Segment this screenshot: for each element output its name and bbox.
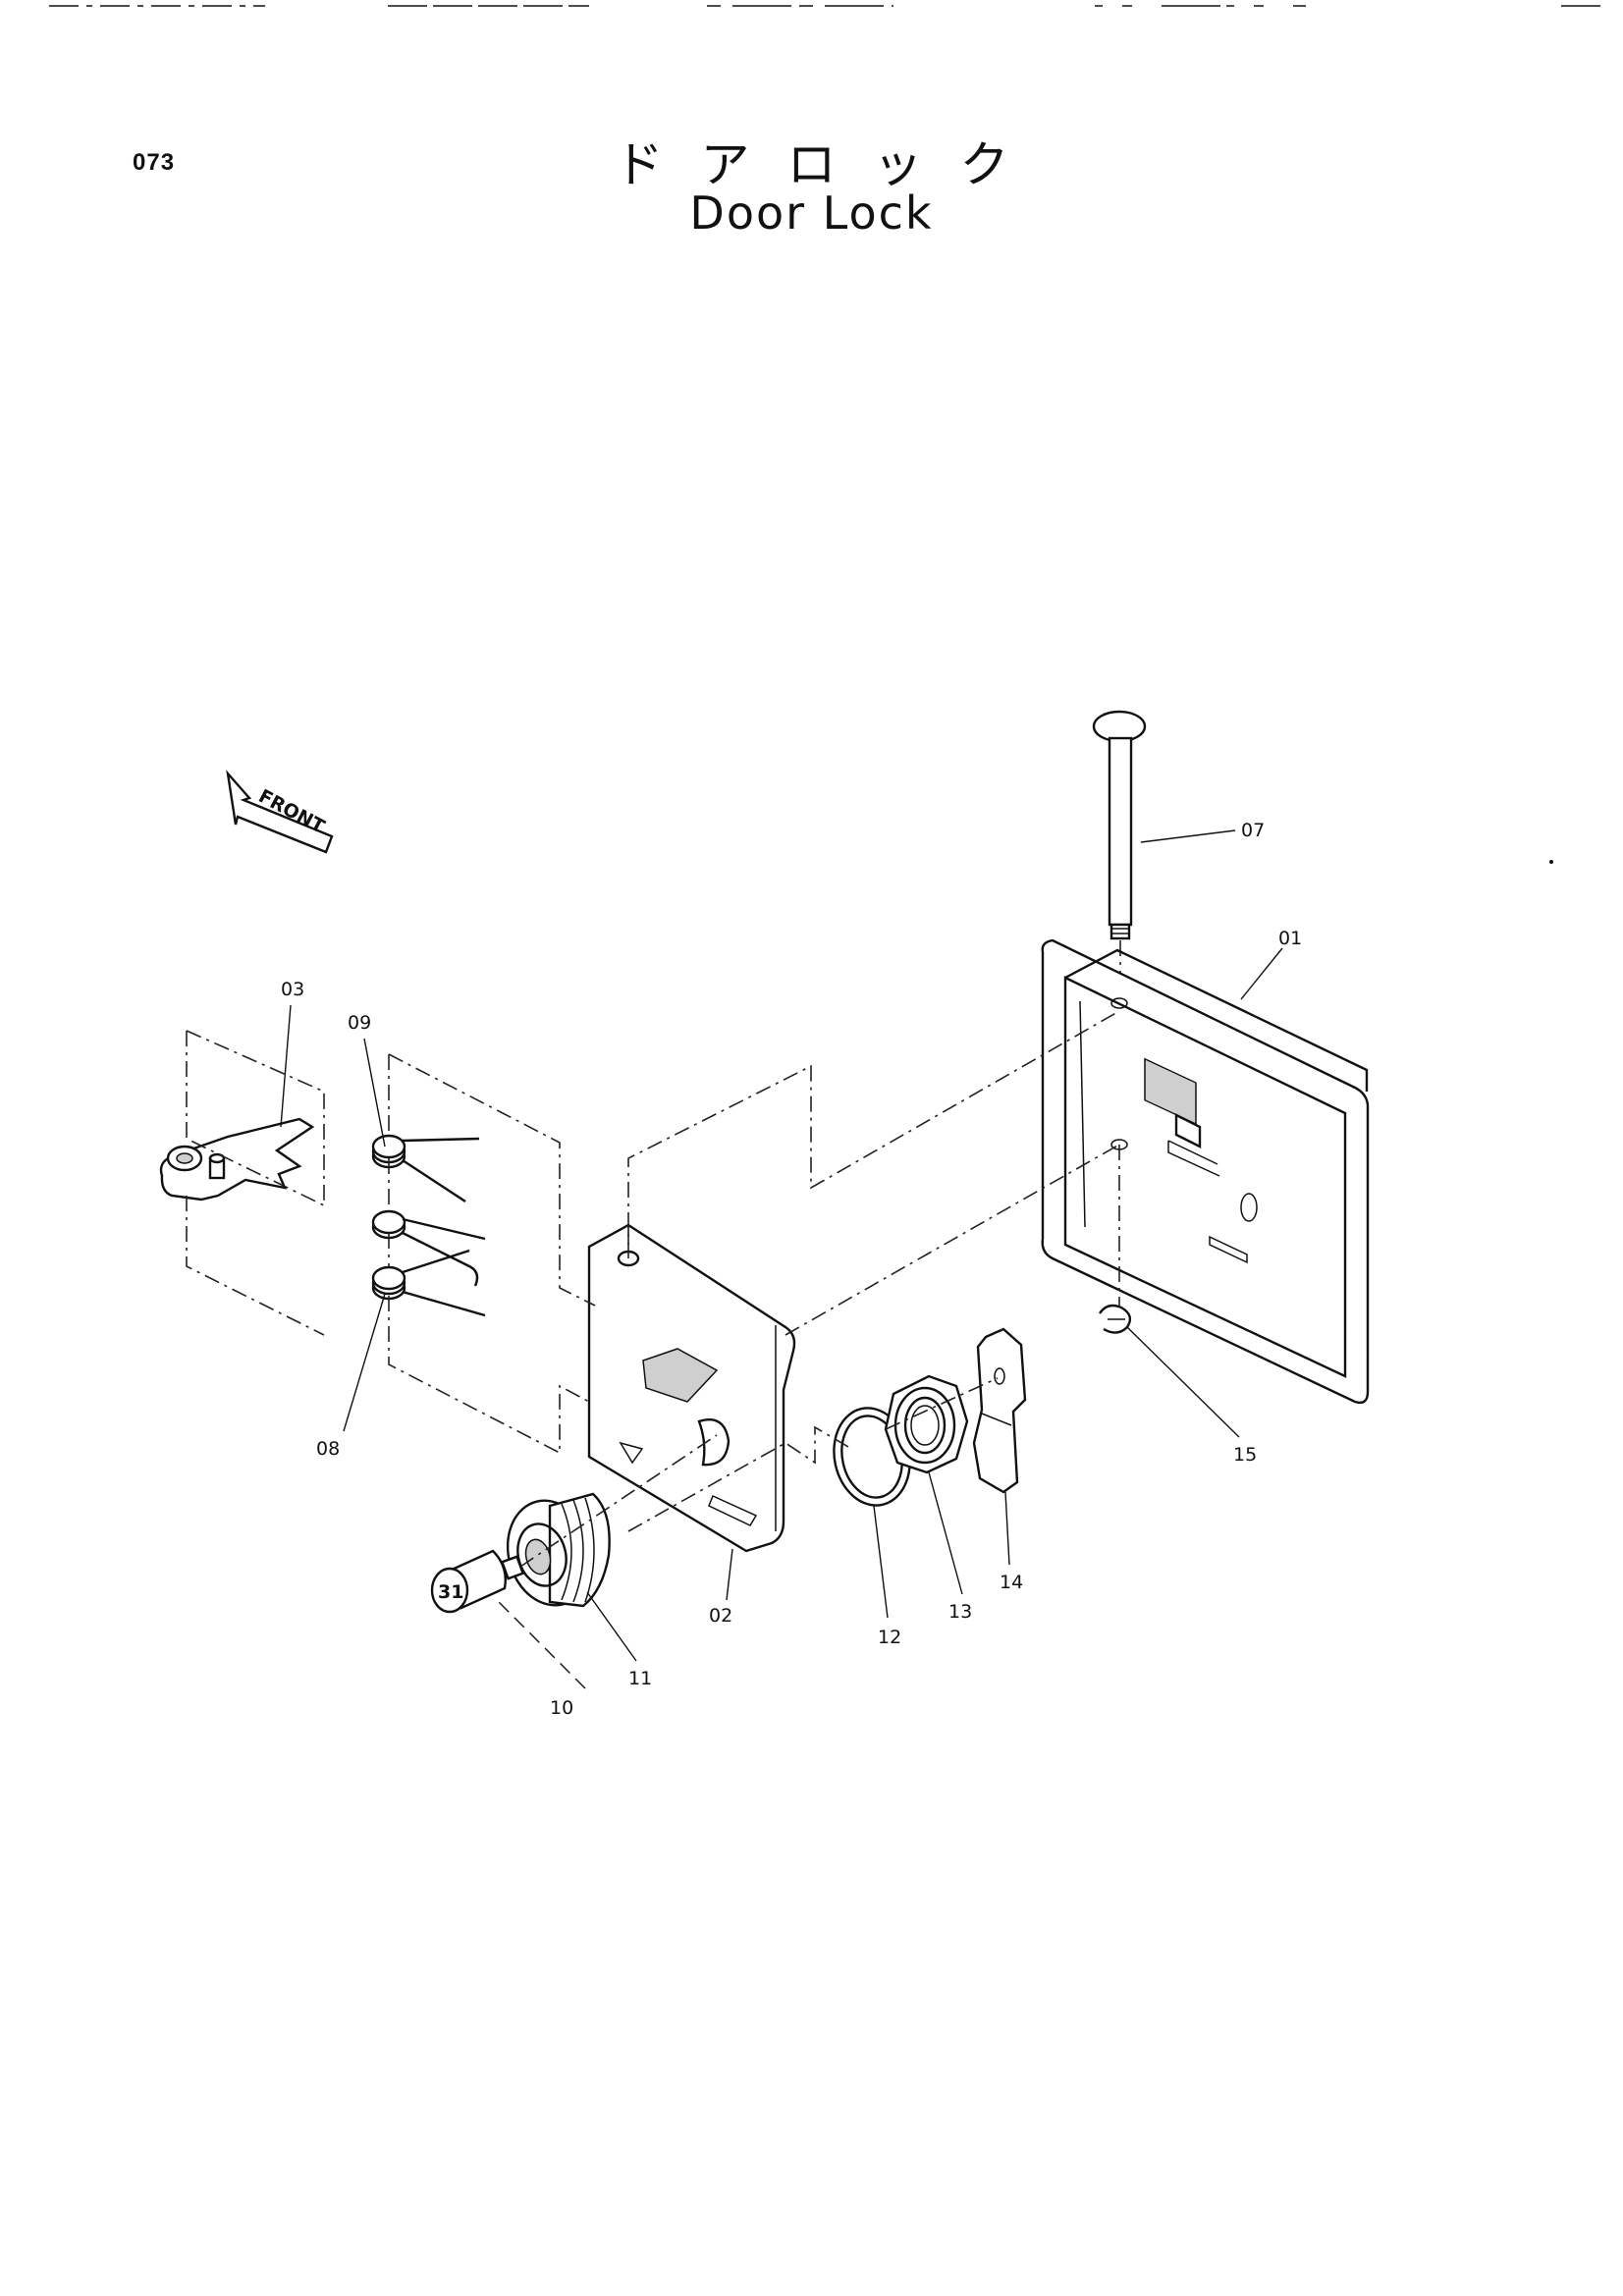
- key-cylinder-part-10: 31: [430, 1549, 525, 1614]
- cam-part-14: [972, 1327, 1027, 1494]
- callout-09: 09: [348, 1012, 371, 1034]
- key-number-label: 31: [438, 1581, 463, 1603]
- callout-10: 10: [550, 1697, 573, 1719]
- clip-part-15: [1099, 1304, 1132, 1334]
- callout-labels: 07 01 03 09 08 15 02 14 13 12 11 10: [281, 820, 1302, 1719]
- callout-08: 08: [316, 1438, 340, 1460]
- frame-part-01: [1041, 938, 1370, 1405]
- callout-14: 14: [1000, 1572, 1023, 1593]
- scan-dot: [1549, 860, 1553, 864]
- callout-13: 13: [948, 1601, 972, 1623]
- spring-part-08: [371, 1249, 486, 1317]
- assembly-center-lines: [186, 1010, 1120, 1568]
- callout-07: 07: [1241, 820, 1265, 841]
- title-japanese: ドアロック: [614, 136, 1047, 193]
- lock-cylinder-housing-part-11: [506, 1492, 611, 1608]
- title-english: Door Lock: [689, 187, 934, 240]
- callout-03: 03: [281, 979, 304, 1000]
- latch-part-03: [159, 1117, 315, 1201]
- callout-12: 12: [878, 1627, 901, 1648]
- callout-15: 15: [1233, 1444, 1257, 1466]
- callout-01: 01: [1278, 928, 1302, 949]
- front-arrow: FRONT: [226, 770, 334, 854]
- callout-11: 11: [628, 1668, 652, 1689]
- page-number: 073: [133, 149, 176, 176]
- lock-plate-part-02: [587, 1223, 796, 1553]
- leader-lines: [280, 829, 1283, 1689]
- callout-02: 02: [709, 1605, 732, 1627]
- pin-part-07: [1092, 710, 1147, 940]
